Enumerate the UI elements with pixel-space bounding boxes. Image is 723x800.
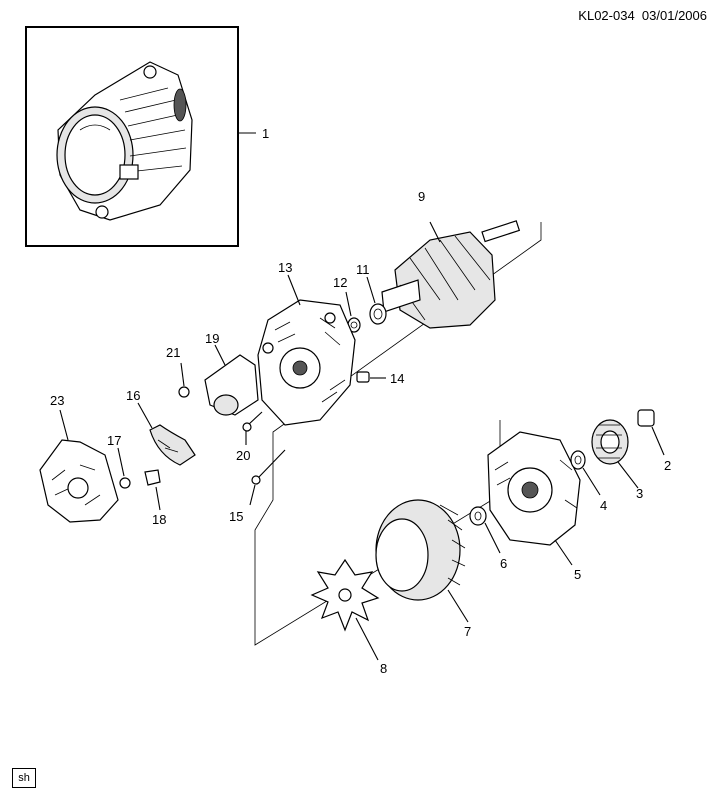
rear-cover: 23 — [39, 393, 119, 523]
pulley-nut: 2 — [637, 409, 671, 473]
fan: 8 — [310, 558, 387, 676]
callout-9: 9 — [418, 189, 425, 204]
washer-12: 12 — [333, 275, 361, 333]
assembly-inset: 1 — [25, 26, 269, 247]
callout-20: 20 — [236, 448, 250, 463]
screw-21: 21 — [166, 345, 190, 398]
bearing-11: 11 — [356, 262, 387, 325]
diagram-code: KL02-034 — [578, 8, 635, 23]
callout-23: 23 — [50, 393, 64, 408]
callout-6: 6 — [500, 556, 507, 571]
through-bolt-15: 15 — [229, 449, 286, 524]
nut-17: 17 — [107, 433, 131, 489]
diagram-reference: KL02-034 03/01/2006 — [578, 8, 707, 23]
callout-17: 17 — [107, 433, 121, 448]
callout-18: 18 — [152, 512, 166, 527]
terminal-18: 18 — [144, 469, 166, 527]
callout-16: 16 — [126, 388, 140, 403]
callout-4: 4 — [600, 498, 607, 513]
callout-13: 13 — [278, 260, 292, 275]
pulley: 3 — [591, 419, 643, 501]
phantom-outline — [254, 222, 542, 646]
callout-1: 1 — [262, 126, 269, 141]
spacer-4: 4 — [570, 450, 607, 513]
callout-14: 14 — [390, 371, 404, 386]
callout-3: 3 — [636, 486, 643, 501]
brush-holder: 16 — [126, 388, 196, 466]
callout-19: 19 — [205, 331, 219, 346]
rotor: 9 — [381, 189, 521, 329]
callout-2: 2 — [664, 458, 671, 473]
stator: 7 — [375, 499, 471, 639]
callout-15: 15 — [229, 509, 243, 524]
rear-housing: 5 — [487, 431, 581, 582]
callout-11: 11 — [356, 262, 370, 277]
alternator-assembly-drawing — [56, 61, 193, 221]
callout-8: 8 — [380, 661, 387, 676]
callout-5: 5 — [574, 567, 581, 582]
washer-6: 6 — [469, 506, 507, 571]
regulator: 19 — [204, 331, 259, 416]
callout-21: 21 — [166, 345, 180, 360]
callout-12: 12 — [333, 275, 347, 290]
diagram-date: 03/01/2006 — [641, 8, 707, 23]
sheet-badge: sh — [12, 768, 36, 788]
front-housing: 13 — [257, 260, 356, 426]
bolt-14: 14 — [356, 371, 404, 386]
screw-20: 20 — [236, 411, 263, 463]
callout-7: 7 — [464, 624, 471, 639]
